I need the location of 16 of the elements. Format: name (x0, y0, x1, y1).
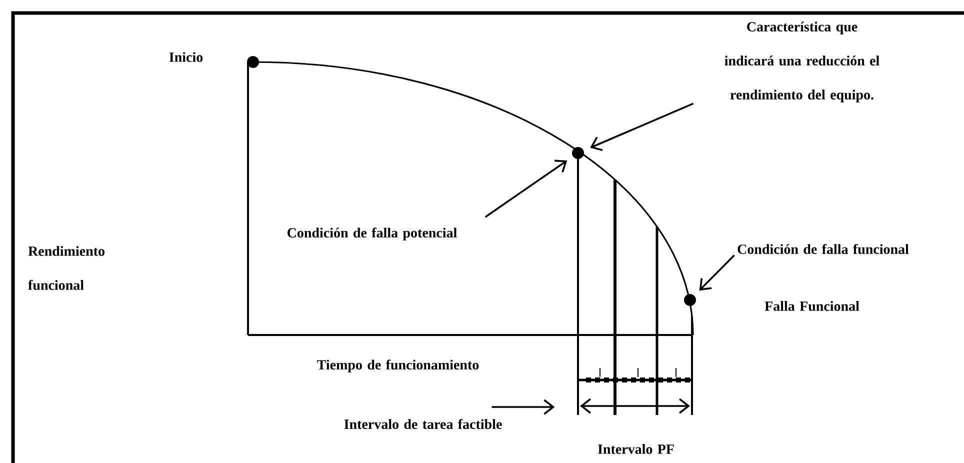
arrow (492, 399, 555, 415)
callout-text: Condición de falla potencial (288, 228, 457, 240)
callout-text: Condición de falla funcional (738, 244, 909, 254)
arrow (590, 102, 694, 151)
arrow (484, 160, 568, 218)
interval-label: Intervalo de tarea factible (344, 418, 502, 429)
interval-label: Intervalo PF (598, 444, 674, 454)
callout-text: Característica que indicará una reducción el rendimiento del equipo. (724, 22, 880, 102)
point-marker (247, 56, 259, 68)
axis-label: Rendimiento funcional (28, 246, 104, 290)
point-label: Falla Funcional (764, 301, 860, 311)
point-marker (572, 147, 584, 159)
point-marker (684, 294, 696, 306)
start-label: Inicio (169, 52, 203, 62)
arrow (699, 254, 735, 291)
axis-label: Tiempo de funcionamiento (317, 360, 479, 372)
